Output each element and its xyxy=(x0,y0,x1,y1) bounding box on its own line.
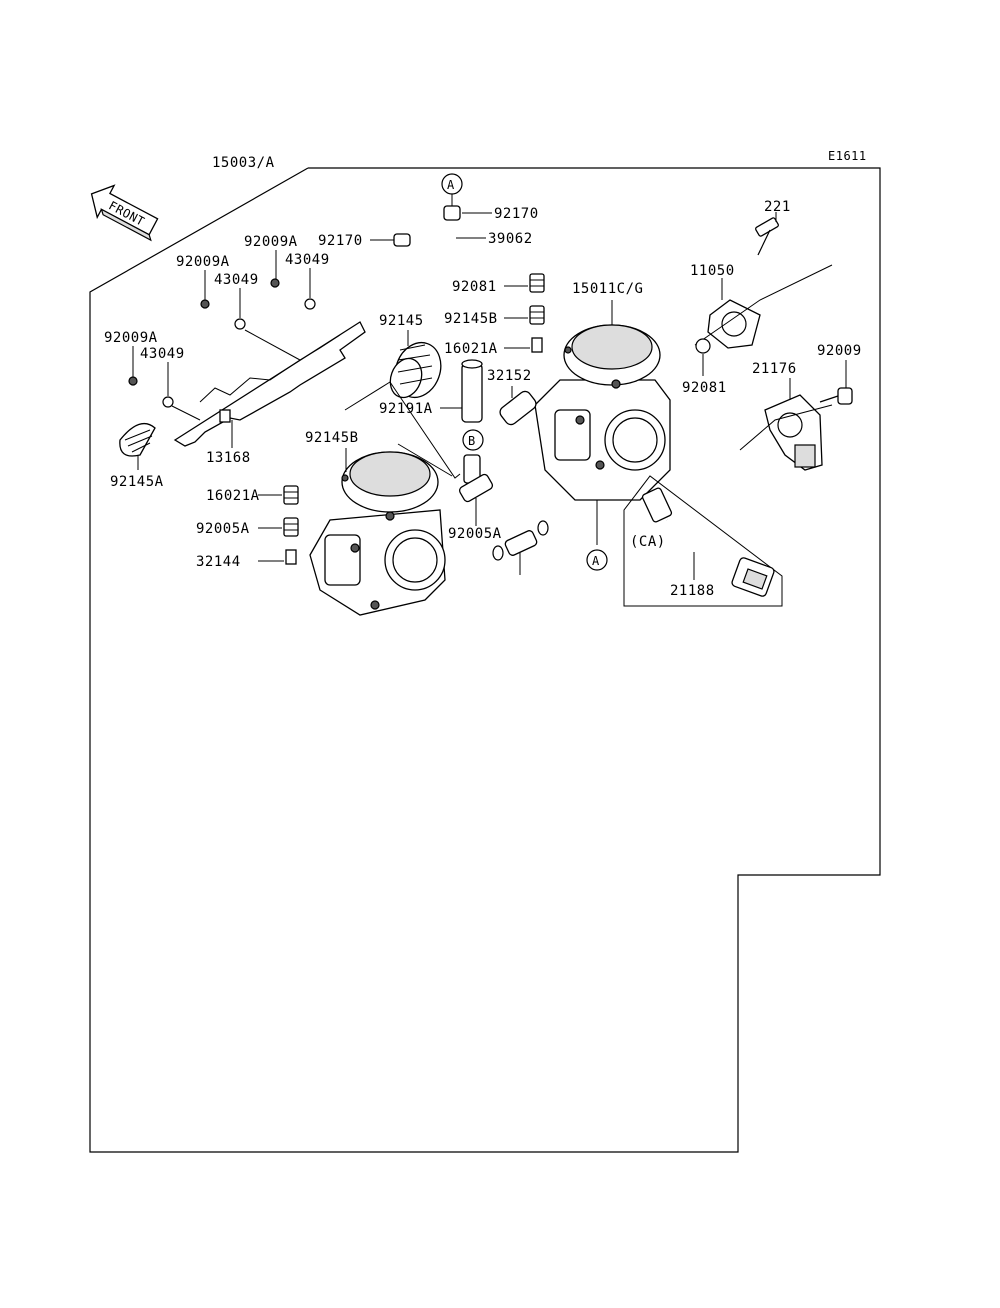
callout-92170-a: 92170 xyxy=(494,206,539,222)
fitting-92005a-top xyxy=(458,454,494,526)
ring-92200 xyxy=(695,338,711,354)
diagram-code: E1611 xyxy=(828,149,867,163)
callout-43049-a: 43049 xyxy=(214,272,259,288)
callout-32152-a: 32152 xyxy=(487,368,532,384)
pipe-32152-top xyxy=(499,386,537,426)
carburetor-15011cg xyxy=(534,300,671,501)
callout-92009a-b: 92009A xyxy=(244,234,298,250)
callout-92191a-a: 92191A xyxy=(379,401,433,417)
callout-92009a-a: 92009A xyxy=(176,254,230,270)
marker-b-mid xyxy=(462,429,484,451)
callout-21176: 21176 xyxy=(752,361,797,377)
callout-92005a-visible: 92005A xyxy=(448,526,502,542)
marker-a-right xyxy=(586,549,608,571)
hose-92191a-top xyxy=(440,359,483,423)
gasket-11050 xyxy=(707,278,761,349)
hose-39062-group: A xyxy=(370,173,492,279)
bracket-13168 xyxy=(173,321,366,447)
spring-92145a xyxy=(119,422,156,470)
callout-16021a-a: 16021A xyxy=(444,341,498,357)
fitting-32144-top xyxy=(492,520,549,575)
callout-39062: 39062 xyxy=(488,231,533,247)
assembly-outline xyxy=(89,167,881,1153)
callout-92145b-a: 92145B xyxy=(444,311,498,327)
callout-92145: 92145 xyxy=(379,313,424,329)
callout-43049-b: 43049 xyxy=(285,252,330,268)
callout-221: 221 xyxy=(764,199,791,215)
ca-label-1: (CA) xyxy=(630,534,666,550)
ca-box-21188-a xyxy=(623,475,783,607)
connector-21188-a xyxy=(641,487,775,597)
callout-11050: 11050 xyxy=(690,263,735,279)
callout-15011cg: 15011C/G xyxy=(572,281,643,297)
springs-left-stack xyxy=(258,485,299,565)
callout-92145b-b: 92005A xyxy=(196,521,250,537)
sensor-21176 xyxy=(764,378,823,471)
callout-92200: 92081 xyxy=(682,380,727,396)
bolt-221 xyxy=(755,212,779,256)
marker-a-top-label: A xyxy=(447,178,455,192)
callout-13168: 13168 xyxy=(206,450,251,466)
springs-top-stack xyxy=(504,273,545,353)
callout-92009: 92009 xyxy=(817,343,862,359)
callout-21188-a: 21188 xyxy=(670,583,715,599)
callout-92170-b: 92170 xyxy=(318,233,363,249)
callout-15011bf: 92145B xyxy=(305,430,359,446)
callout-16021a-b: 32144 xyxy=(196,554,241,570)
callout-92081-b: 16021A xyxy=(206,488,260,504)
callout-92009a-c: 92009A xyxy=(104,330,158,346)
callout-43049-c: 43049 xyxy=(140,346,185,362)
carburetor-15011bf xyxy=(309,448,446,616)
callout-92145a: 92145A xyxy=(110,474,164,490)
screw-92009 xyxy=(819,360,853,405)
coil-92145 xyxy=(389,330,442,399)
marker-a-right-label: A xyxy=(592,554,600,568)
callout-15003a: 15003/A xyxy=(212,155,275,171)
callout-92081-a: 92081 xyxy=(452,279,497,295)
marker-b-mid-label: B xyxy=(468,434,476,448)
